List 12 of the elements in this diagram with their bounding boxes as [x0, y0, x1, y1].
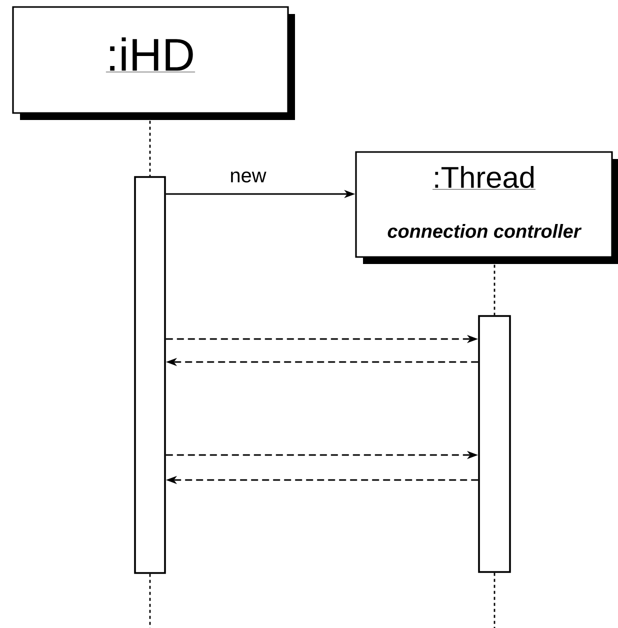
activation-bar — [478, 315, 511, 573]
lifeline — [149, 120, 151, 176]
lifeline — [149, 574, 151, 628]
activation-bar — [134, 176, 166, 574]
lifeline — [494, 264, 496, 316]
object-name: :Thread — [432, 166, 536, 190]
lifeline — [494, 572, 496, 628]
lifeline-header-box — [355, 151, 618, 264]
stereotype-label: connection controller — [388, 224, 582, 238]
object-name: :iHD — [106, 37, 196, 72]
lifeline-header-box — [12, 6, 295, 120]
edge-label: new — [231, 172, 266, 182]
